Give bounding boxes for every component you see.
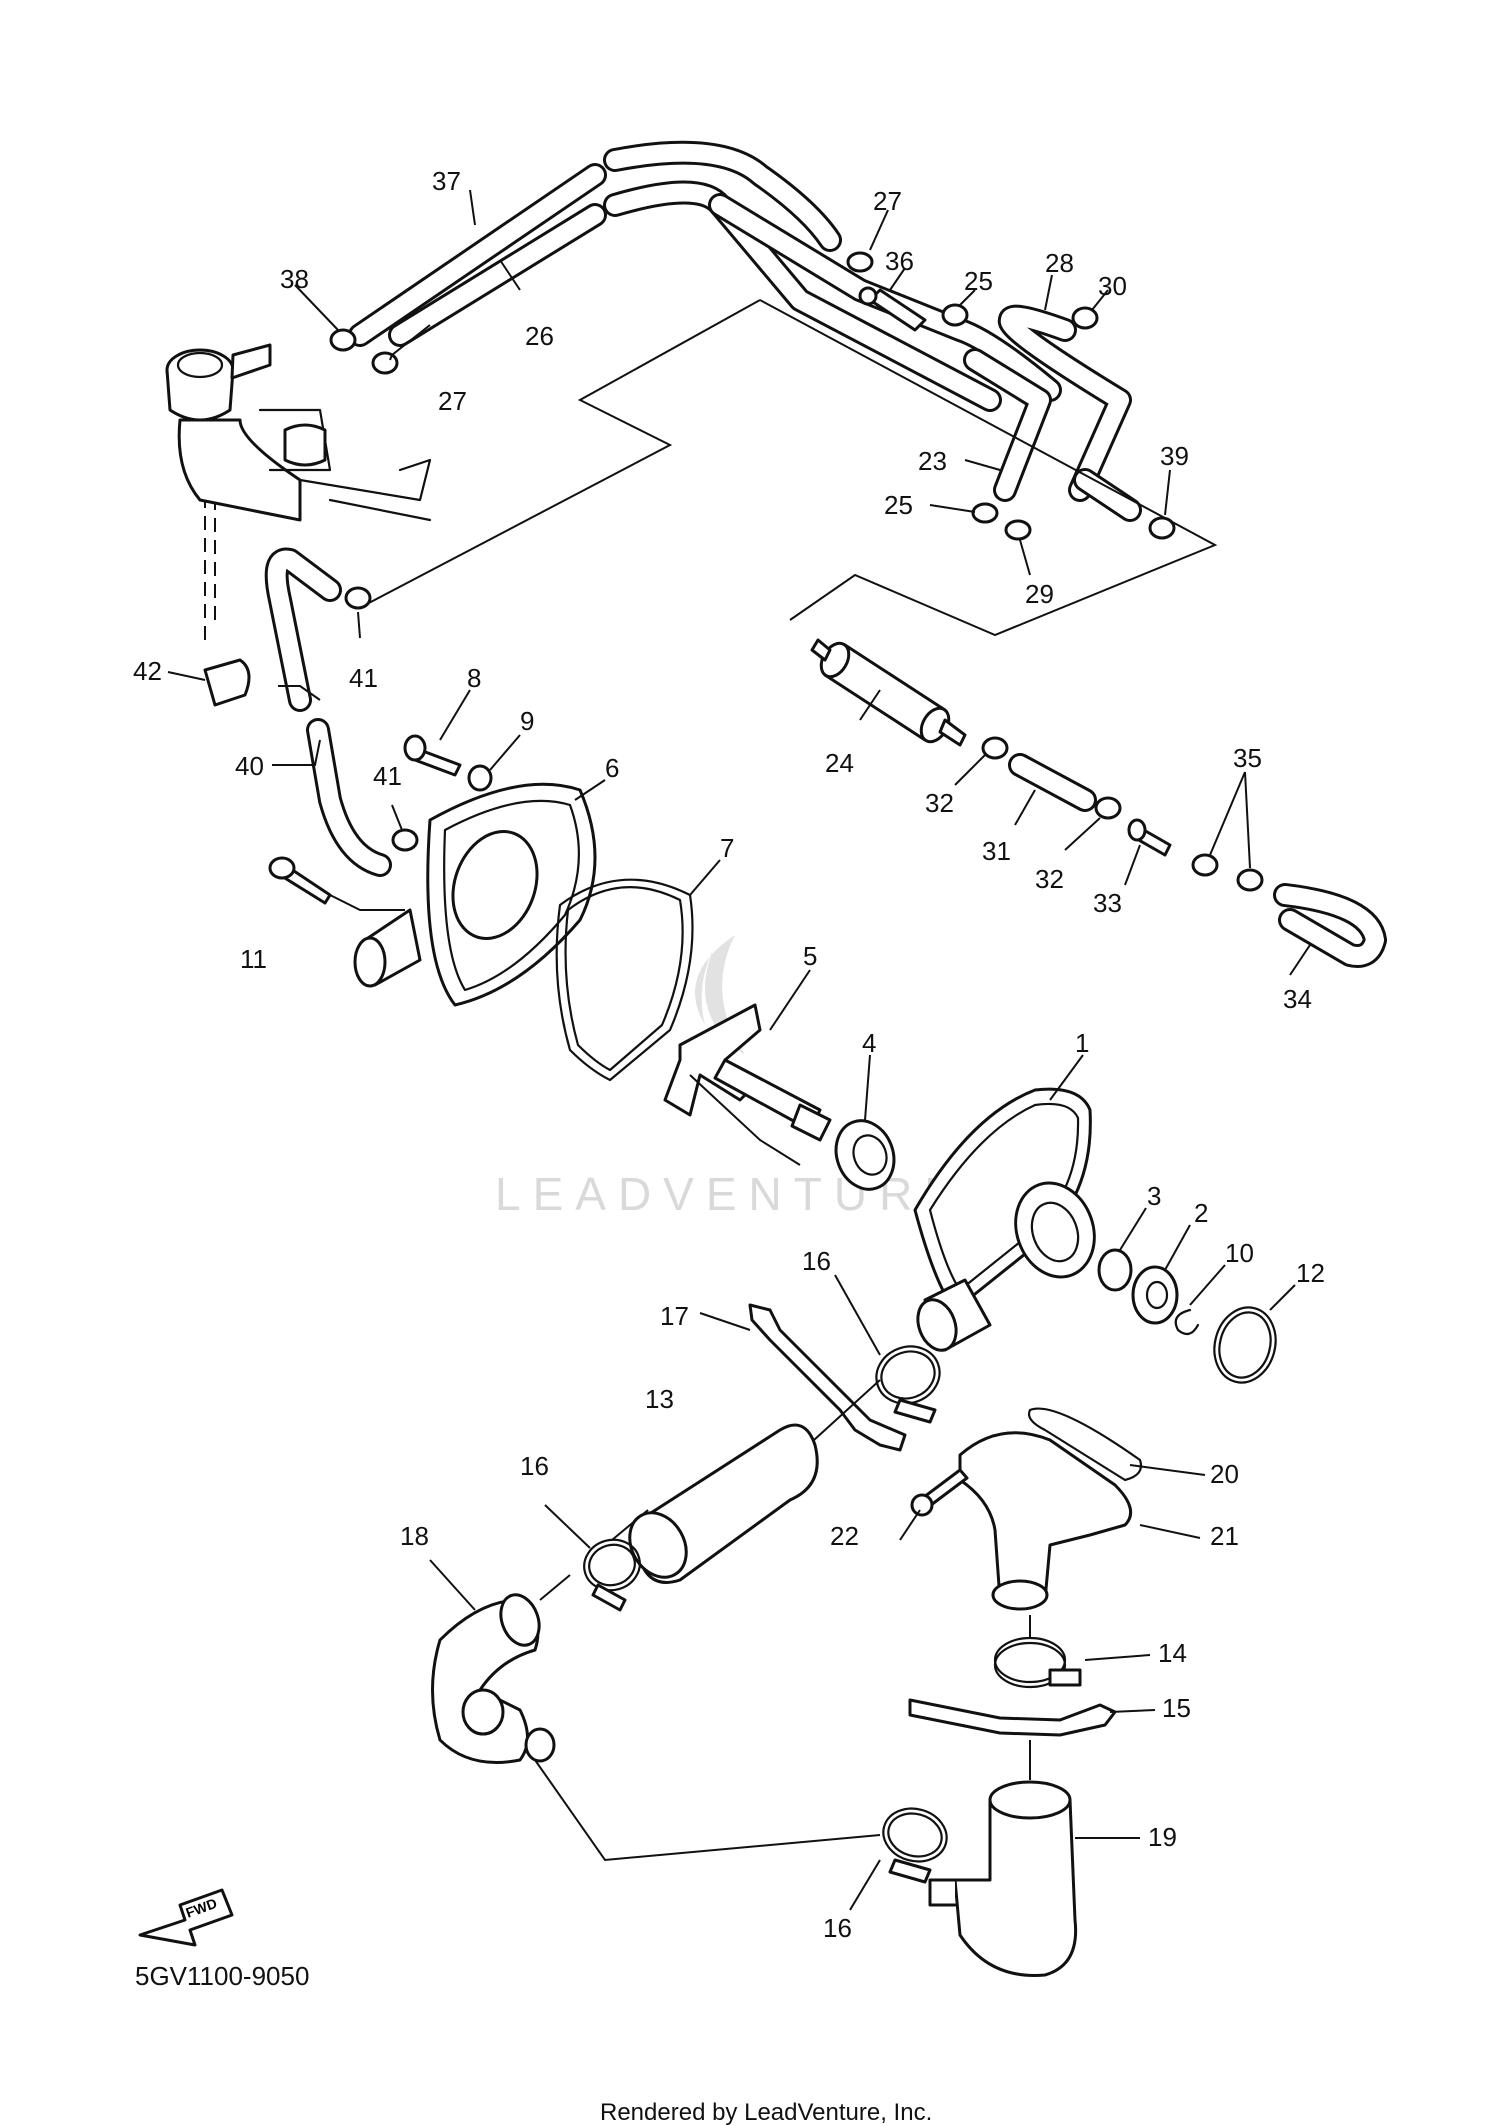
callout-27-lower: 27 [438,386,467,416]
filter-branch [810,638,1387,968]
callout-8: 8 [467,663,481,693]
callout-39: 39 [1160,441,1189,471]
callout-27-upper: 27 [873,186,902,216]
fwd-arrow: FWD [138,1888,234,1947]
callout-9: 9 [520,706,534,736]
callout-24: 24 [825,748,854,778]
callout-33: 33 [1093,888,1122,918]
render-credit: Rendered by LeadVenture, Inc. [600,2099,932,2125]
lower-hose-assembly [431,1303,1143,1977]
callout-16-upper: 16 [802,1246,831,1276]
callout-14: 14 [1158,1638,1187,1668]
callout-22: 22 [830,1521,859,1551]
callout-5: 5 [803,941,817,971]
callout-15: 15 [1162,1693,1191,1723]
callout-25-upper: 25 [964,266,993,296]
watermark-text: LEADVENTURE [495,1168,967,1220]
callout-19: 19 [1148,1822,1177,1852]
callout-4: 4 [862,1028,876,1058]
callout-3: 3 [1147,1181,1161,1211]
callout-28: 28 [1045,248,1074,278]
callout-23: 23 [918,446,947,476]
callout-32-left: 32 [925,788,954,818]
callout-31: 31 [982,836,1011,866]
diagram-code: 5GV1100-9050 [135,1961,309,1991]
callout-29: 29 [1025,579,1054,609]
callout-42: 42 [133,656,162,686]
callout-41-lower: 41 [373,761,402,791]
callout-38: 38 [280,264,309,294]
callout-40: 40 [235,751,264,781]
callout-6: 6 [605,753,619,783]
callout-2: 2 [1194,1198,1208,1228]
callout-34: 34 [1283,984,1312,1014]
pump-housing-assembly [663,1003,1277,1384]
callout-41-upper: 41 [349,663,378,693]
callout-16-lower: 16 [823,1913,852,1943]
callout-32-right: 32 [1035,864,1064,894]
callout-11: 11 [240,944,267,974]
callout-20: 20 [1210,1459,1239,1489]
callout-30: 30 [1098,271,1127,301]
callout-35: 35 [1233,743,1262,773]
leader-lines [167,189,1311,1911]
callout-13: 13 [645,1384,674,1414]
callout-12: 12 [1296,1258,1325,1288]
upper-hose-assembly [165,140,1218,877]
callout-16-middle: 16 [520,1451,549,1481]
callout-18: 18 [400,1521,429,1551]
callout-7: 7 [720,833,734,863]
callout-36: 36 [885,246,914,276]
callout-17: 17 [660,1301,689,1331]
callout-labels: 1 2 3 4 5 6 7 8 9 10 11 12 13 14 15 16 1… [133,166,1325,1943]
pump-cover-assembly [268,734,694,1082]
callout-21: 21 [1210,1521,1239,1551]
callout-10: 10 [1225,1238,1254,1268]
callout-25-lower: 25 [884,490,913,520]
callout-37: 37 [432,166,461,196]
callout-26: 26 [525,321,554,351]
callout-1: 1 [1075,1028,1089,1058]
